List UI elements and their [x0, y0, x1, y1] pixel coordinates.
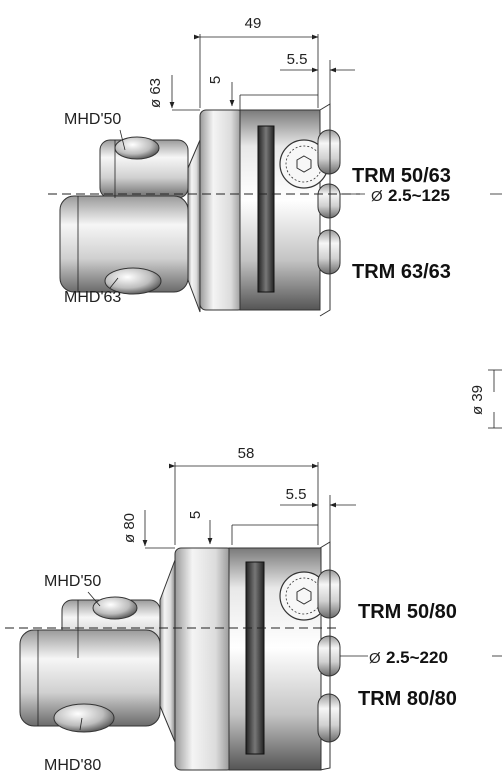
middle-dim-diameter: ø 39: [469, 385, 486, 415]
upper-holder-bottom: MHD'63: [64, 289, 121, 306]
lower-holder-bottom: MHD'80: [44, 757, 101, 774]
upper-tool: 49 5.5 5 ø 63: [48, 15, 502, 317]
lower-dim-length: 58: [238, 445, 255, 462]
lower-holder-top: MHD'50: [44, 573, 101, 590]
upper-dim-diameter: ø 63: [147, 78, 164, 108]
upper-dim-offset: 5.5: [287, 51, 308, 68]
lower-range-symbol: Ø: [369, 650, 381, 667]
lower-model-bottom: TRM 80/80: [358, 688, 457, 710]
lower-dim-offset: 5.5: [286, 486, 307, 503]
upper-model-bottom: TRM 63/63: [352, 261, 451, 283]
lower-model-top: TRM 50/80: [358, 601, 457, 623]
lower-range-value: 2.5~220: [386, 648, 448, 667]
lower-tool: 58 5.5 5 ø 80: [5, 445, 502, 774]
upper-holder-top: MHD'50: [64, 111, 121, 128]
upper-dim-length: 49: [245, 15, 262, 32]
upper-range-symbol: Ø: [371, 188, 383, 205]
middle-dimension: ø 39: [469, 369, 502, 429]
upper-range-value: 2.5~125: [388, 186, 450, 205]
upper-dim-small: 5: [207, 76, 224, 84]
lower-dim-small: 5: [187, 511, 204, 519]
lower-dim-diameter: ø 80: [121, 513, 138, 543]
upper-model-top: TRM 50/63: [352, 165, 451, 187]
